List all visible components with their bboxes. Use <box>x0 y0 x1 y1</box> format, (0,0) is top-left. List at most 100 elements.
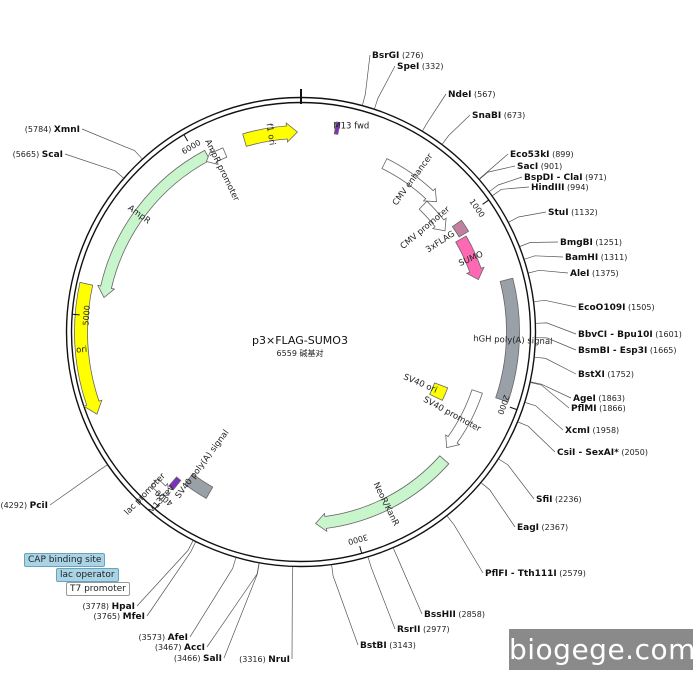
feature-cmv-promoter <box>418 200 447 232</box>
site-label: AleI (1375) <box>570 269 619 279</box>
site-leader-line <box>525 402 564 431</box>
site-leader-line <box>535 322 577 335</box>
site-label: (3316) NruI <box>239 655 290 665</box>
site-leader-line <box>81 128 143 160</box>
feature-3xflag <box>451 219 470 238</box>
site-leader-line <box>498 458 535 500</box>
site-leader-line <box>146 541 196 617</box>
feature-ampr <box>97 149 211 299</box>
site-stui: StuI (1132) <box>508 208 598 223</box>
site-label: SfiI (2236) <box>536 495 582 505</box>
feature-label-m13-fwd: M13 fwd <box>333 122 369 132</box>
tick-mark-5000 <box>72 313 80 316</box>
site-label: EagI (2367) <box>517 523 568 533</box>
feature-f1-ori <box>242 122 298 147</box>
feature-neor-kanr <box>315 455 450 533</box>
site-leader-line <box>479 165 516 180</box>
feature-label-ampr-promoter: AmpR promoter <box>202 138 241 204</box>
site-pflfi-tth111i: PflFI - Tth111I (2579) <box>446 515 586 579</box>
site-label: PflFI - Tth111I (2579) <box>485 569 586 579</box>
site-label: BstBI (3143) <box>360 641 416 651</box>
site-label: BmgBI (1251) <box>560 238 622 248</box>
site-bsmbi-esp3i: BsmBI - Esp3I (1665) <box>535 337 677 356</box>
site-eagi: EagI (2367) <box>480 482 568 533</box>
site-label: BamHI (1311) <box>565 253 627 263</box>
site-leader-line <box>189 557 237 638</box>
site-label: NdeI (567) <box>448 90 496 100</box>
site-bmgbi: BmgBI (1251) <box>519 238 622 248</box>
site-bamhi: BamHI (1311) <box>524 253 627 263</box>
site-leader-line <box>492 186 530 196</box>
tick-label-3000: 3000 <box>347 532 369 546</box>
tag-cap-binding-site: CAP binding site <box>24 553 106 567</box>
site-label: (5784) XmnI <box>25 125 80 135</box>
site-label: HindIII (994) <box>531 183 589 193</box>
site-leader-line <box>441 114 471 145</box>
feature-label-3xflag: 3xFLAG <box>424 229 457 255</box>
site-label: (3765) MfeI <box>94 612 145 622</box>
plasmid-backbone <box>65 89 537 568</box>
tag-lac-operator: lac operator <box>56 568 119 582</box>
site-hpai: (3778) HpaI <box>82 540 194 612</box>
site-saci: SacI (901) <box>479 162 562 180</box>
feature-hgh-poly-a-signal <box>495 277 520 403</box>
feature-label-f1-ori: f1 ori <box>264 123 277 146</box>
site-bspdi-clai: BspDI - ClaI (971) <box>489 173 607 192</box>
site-label: (3778) HpaI <box>82 602 135 612</box>
site-leader-line <box>136 540 194 607</box>
site-leader-line <box>374 65 396 109</box>
site-leader-line <box>519 241 559 247</box>
site-label: BsrGI (276) <box>372 51 423 61</box>
feature-ampr-promoter <box>205 147 228 165</box>
watermark: biogege.com <box>509 629 695 670</box>
site-leader-line <box>206 563 260 648</box>
site-label: SnaBI (673) <box>472 111 525 121</box>
site-ecoo109i: EcoO109I (1505) <box>533 299 655 313</box>
site-label: BspDI - ClaI (971) <box>524 173 607 183</box>
site-label: XcmI (1958) <box>565 426 619 436</box>
site-leader-line <box>64 153 124 179</box>
site-label: CsiI - SexAI* (2050) <box>557 448 648 458</box>
site-leader-line <box>367 557 396 630</box>
site-label: (3466) SalI <box>174 654 222 664</box>
site-leader-line <box>517 421 556 453</box>
site-leader-line <box>489 176 523 192</box>
site-csii-sexai: CsiI - SexAI* (2050) <box>517 421 648 458</box>
site-leader-line <box>530 381 572 399</box>
feature-label-hgh-poly-a-signal: hGH poly(A) signal <box>473 334 553 347</box>
feature-sumo <box>455 235 485 281</box>
site-pcii: (4292) PciI <box>0 464 108 511</box>
site-rsrii: RsrII (2977) <box>367 557 450 635</box>
site-label: BbvCI - Bpu10I (1601) <box>578 330 682 340</box>
site-pflmi: PflMI (1866) <box>530 382 626 414</box>
site-agei: AgeI (1863) <box>530 381 625 404</box>
site-label: (3573) AfeI <box>139 633 189 643</box>
site-label: SacI (901) <box>517 162 562 172</box>
site-leader-line <box>331 564 359 646</box>
feature-sv40-ori <box>429 382 449 401</box>
site-leader-line <box>508 211 547 223</box>
site-scai: (5665) ScaI <box>13 150 124 179</box>
site-leader-line <box>480 482 516 528</box>
site-alei: AleI (1375) <box>528 269 619 279</box>
site-bsrgi: BsrGI (276) <box>362 51 423 106</box>
site-label: BssHII (2858) <box>424 610 485 620</box>
tick-mark-2000 <box>509 406 517 410</box>
site-acci: (3467) AccI <box>155 563 260 653</box>
site-ndei: NdeI (567) <box>422 90 496 131</box>
site-label: Eco53kI (899) <box>510 150 574 160</box>
site-sfii: SfiI (2236) <box>498 458 582 505</box>
site-label: BsmBI - Esp3I (1665) <box>578 346 677 356</box>
site-bbvci-bpu10i: BbvCI - Bpu10I (1601) <box>535 322 682 340</box>
tick-mark-3000 <box>359 545 363 553</box>
site-leader-line <box>530 382 570 409</box>
site-leader-line <box>291 566 294 660</box>
site-afei: (3573) AfeI <box>139 557 237 643</box>
site-leader-line <box>533 299 577 308</box>
site-leader-line <box>362 54 371 106</box>
site-nrui: (3316) NruI <box>239 566 294 665</box>
site-leader-line <box>479 153 509 180</box>
site-leader-line <box>535 337 577 351</box>
